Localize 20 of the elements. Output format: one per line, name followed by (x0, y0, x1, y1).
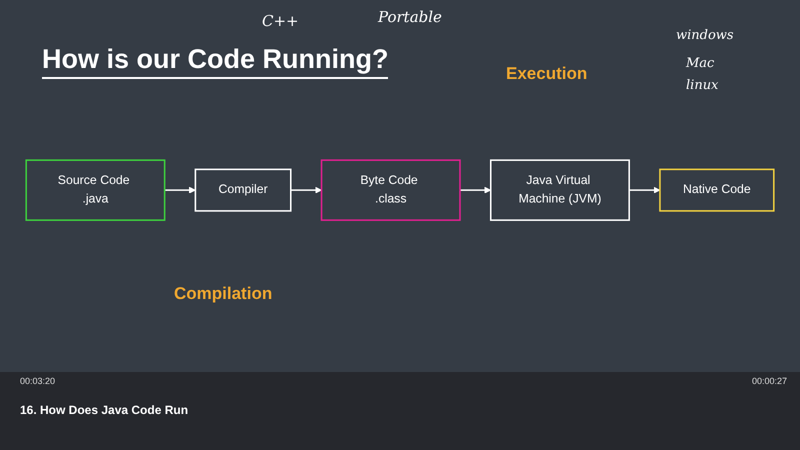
arrow (629, 186, 660, 194)
stage-label: Compilation (174, 284, 272, 304)
time-label: 00:00:27 (752, 376, 788, 386)
handwritten-note: windows (676, 28, 734, 43)
node-box: Source Code .java (25, 159, 166, 221)
handwritten-note: C++ (262, 12, 299, 30)
title: How is our Code Running? (42, 44, 388, 79)
arrow (164, 186, 196, 194)
handwritten-note: Mac (686, 56, 714, 71)
node-box: Compiler (194, 168, 292, 212)
time-label: 00:03:20 (20, 376, 56, 386)
handwritten-note: linux (686, 78, 718, 93)
stage-label: Execution (506, 64, 588, 84)
node-box: Native Code (659, 168, 775, 212)
arrow (290, 186, 322, 194)
handwritten-note: Portable (378, 8, 442, 26)
video-title: 16. How Does Java Code Run (20, 403, 188, 417)
arrow (460, 186, 492, 194)
node-box: Java Virtual Machine (JVM) (490, 159, 630, 221)
node-box: Byte Code .class (320, 159, 461, 221)
